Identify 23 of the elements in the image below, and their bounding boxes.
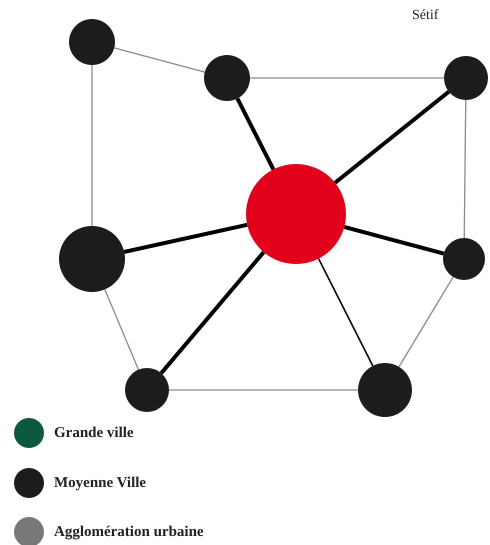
connector-line (169, 389, 358, 391)
city-circle (444, 56, 488, 100)
connector-line (334, 90, 450, 184)
city-circle (125, 368, 169, 412)
connector-line (250, 77, 444, 79)
connector-line (344, 225, 444, 256)
city-circle (204, 55, 250, 101)
connector-line (114, 47, 205, 73)
legend-text: Agglomération urbaine (54, 524, 204, 540)
legend-text: Grande ville (54, 424, 134, 442)
connector-line (236, 98, 276, 170)
connector-line (160, 250, 266, 374)
legend-text: Moyenne Ville (54, 474, 146, 492)
place-label: Sétif (412, 8, 438, 24)
city-circle (443, 238, 485, 280)
connector-line (124, 222, 248, 254)
connector-line (91, 65, 93, 226)
city-circle (358, 363, 412, 417)
connector-line (318, 258, 374, 366)
connector-line (464, 100, 466, 238)
connector-line (104, 289, 140, 370)
connector-line (398, 276, 454, 368)
city-circle (69, 19, 115, 65)
